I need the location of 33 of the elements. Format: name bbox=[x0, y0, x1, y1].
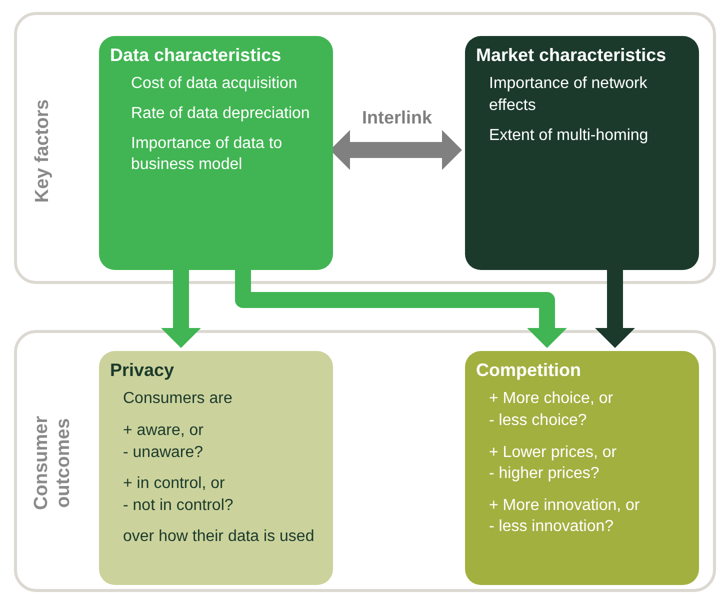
box-text: - less innovation? bbox=[489, 517, 615, 538]
band-label: Key factors bbox=[32, 98, 54, 205]
box-text: - unaware? bbox=[123, 442, 204, 463]
box-heading: Data characteristics bbox=[110, 44, 282, 67]
box-text: + Lower prices, or bbox=[489, 442, 618, 463]
box-heading: Competition bbox=[476, 359, 582, 382]
box-text: Consumers are bbox=[123, 389, 234, 410]
box-text: Extent of multi-homing bbox=[489, 126, 650, 146]
factor-box bbox=[465, 36, 699, 270]
factor-box bbox=[465, 351, 699, 585]
group-panel bbox=[14, 12, 716, 284]
box-text: - higher prices? bbox=[489, 464, 600, 484]
group-panel bbox=[14, 330, 716, 592]
box-text: over how their data is used bbox=[123, 527, 316, 548]
box-text: - not in control? bbox=[123, 496, 234, 516]
box-text: Importance of network effects bbox=[489, 74, 648, 116]
box-text: + More choice, or bbox=[489, 389, 614, 410]
box-heading: Privacy bbox=[110, 359, 176, 382]
arrow bbox=[161, 267, 201, 348]
factor-box bbox=[99, 351, 333, 585]
box-text: + More innovation, or bbox=[489, 496, 641, 516]
box-heading: Market characteristics bbox=[476, 44, 668, 67]
factor-box bbox=[99, 36, 333, 270]
box-text: - less choice? bbox=[489, 410, 588, 431]
box-text: Importance of data to business model bbox=[131, 134, 284, 176]
box-text: Cost of data acquisition bbox=[131, 74, 298, 94]
box-text: + aware, or bbox=[123, 420, 204, 441]
arrow bbox=[595, 267, 635, 348]
box-text: Rate of data depreciation bbox=[131, 104, 311, 124]
arrow bbox=[235, 267, 567, 348]
band-label: Consumer outcomes bbox=[31, 415, 75, 512]
box-text: + in control, or bbox=[123, 474, 226, 494]
arrow bbox=[330, 130, 462, 170]
